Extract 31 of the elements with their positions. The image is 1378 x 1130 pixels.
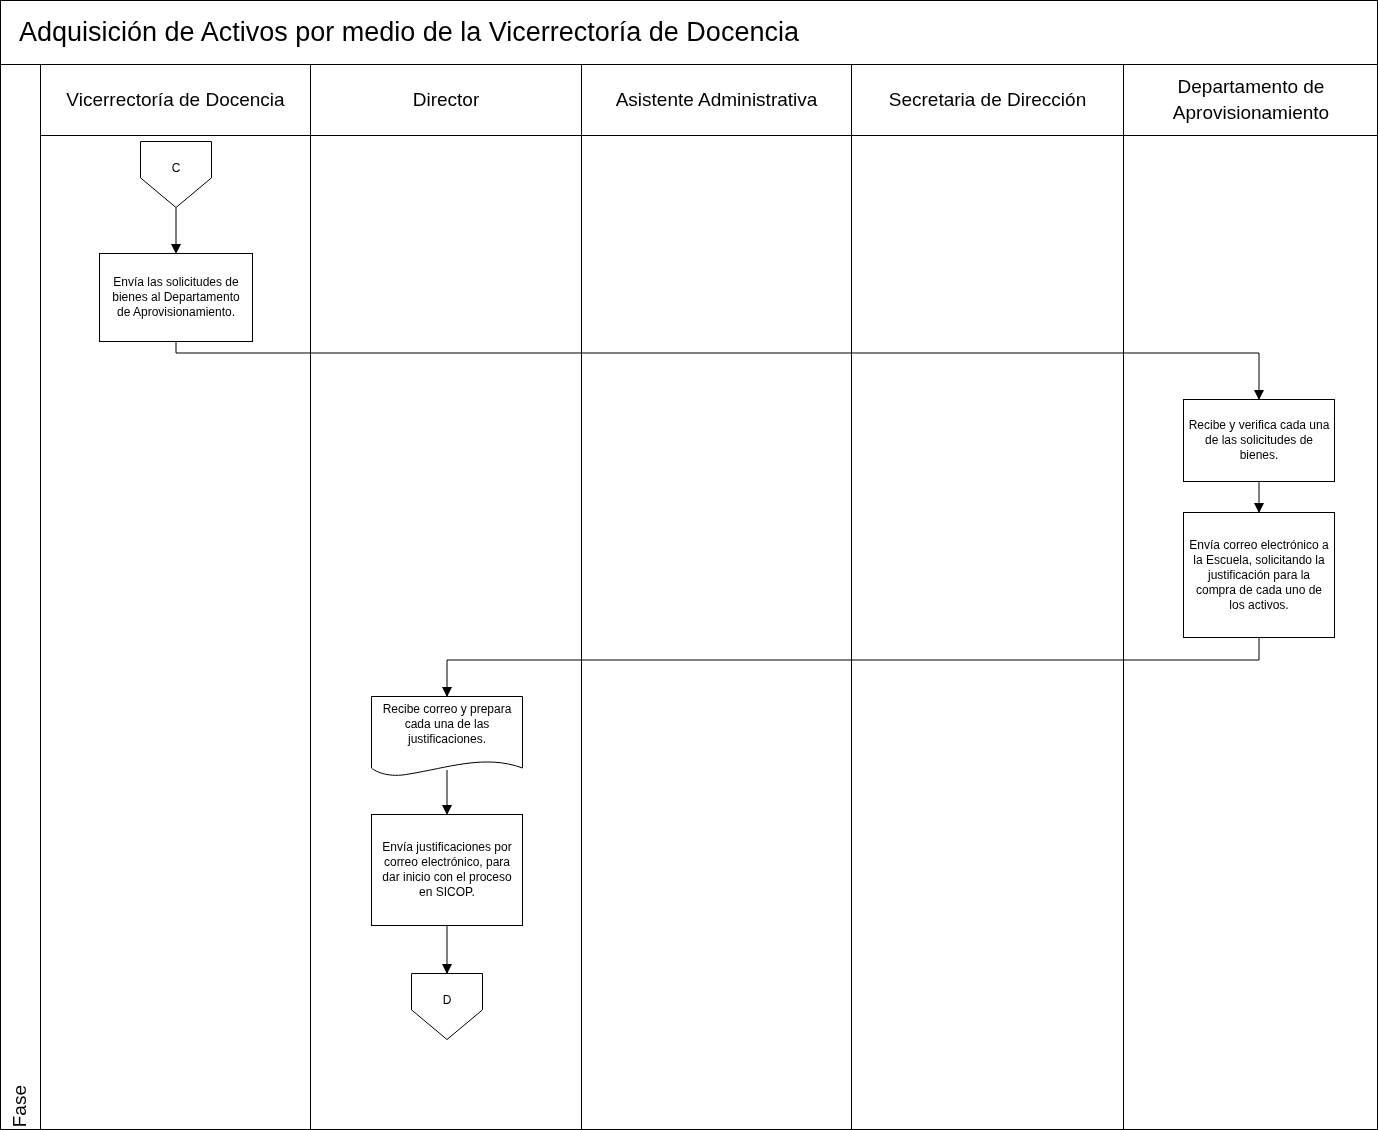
process-box [1183, 512, 1335, 638]
node-text: Director [412, 88, 480, 112]
node-text: Envía correo electrónico a la Escuela, solicitando la justificación para la compra de cada uno de los activos. [1188, 537, 1330, 613]
node-text: Recibe correo y prepara cada una de las justificaciones. [381, 702, 513, 747]
node-text: C [171, 160, 181, 177]
node-text: Departamento de Aprovisionamiento [1171, 75, 1331, 125]
arrow [171, 207, 181, 254]
diagram-title: Adquisición de Activos por medio de la Vicerrectoría de Docencia [19, 16, 799, 50]
node-text: Recibe y verifica cada una de las solicitudes de bienes. [1188, 418, 1330, 463]
process-box [1183, 399, 1335, 482]
lane-header [582, 65, 852, 136]
arrow [442, 925, 452, 974]
document-shape [371, 696, 523, 776]
arrow [1254, 481, 1264, 513]
arrow [442, 769, 452, 815]
off-page-connector [140, 141, 212, 208]
node-text: Envía justificaciones por correo electrónico, para dar inicio con el proceso en SICOP. [381, 840, 513, 900]
arrow [442, 637, 1260, 697]
node-text: Vicerrectoría de Docencia [66, 88, 285, 112]
node-text: Envía las solicitudes de bienes al Departamento de Aprovisionamiento. [111, 275, 241, 320]
process-box [371, 814, 523, 926]
node-text: D [442, 992, 452, 1009]
off-page-connector [411, 973, 483, 1040]
lane-header [41, 65, 311, 136]
node-text: Asistente Administrativa [615, 88, 818, 112]
lane-header [852, 65, 1124, 136]
phase-label: Fase [9, 1084, 31, 1127]
node-text: Secretaria de Dirección [888, 88, 1087, 112]
lane-header [311, 65, 582, 136]
process-box [99, 253, 253, 342]
arrow [175, 341, 1264, 400]
